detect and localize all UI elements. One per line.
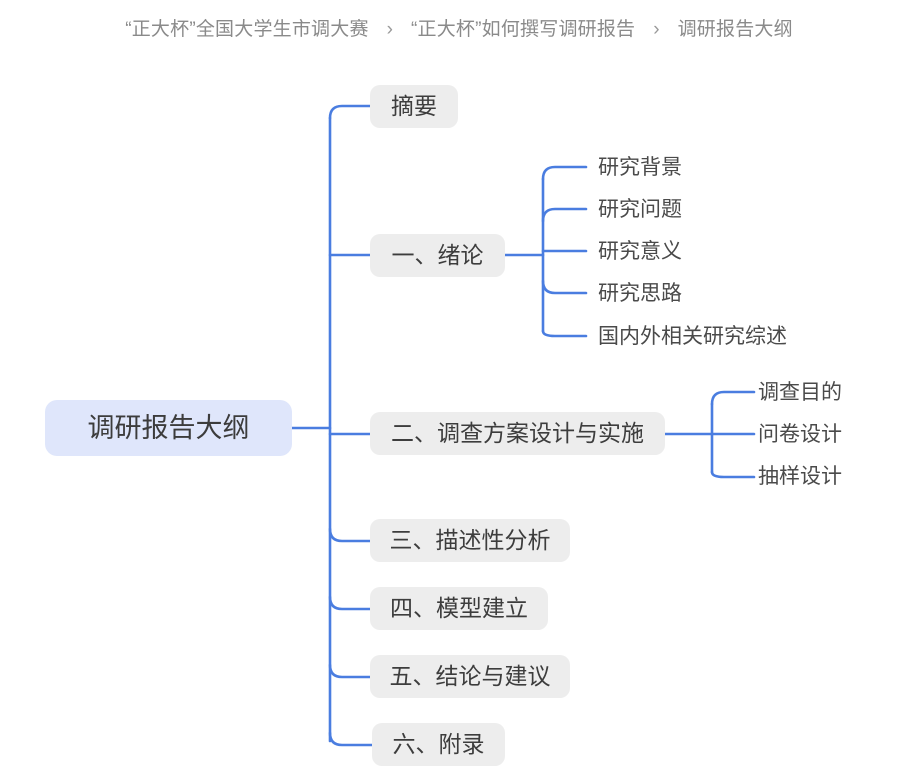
breadcrumb-item-1[interactable]: “正大杯”全国大学生市调大赛 xyxy=(125,18,369,40)
mindmap-leaf-label: 研究意义 xyxy=(598,239,682,263)
mindmap-leaf-label: 研究背景 xyxy=(598,155,682,179)
mindmap-leaf-label: 研究问题 xyxy=(598,197,682,221)
mindmap-leaf-label: 研究思路 xyxy=(598,281,682,305)
chevron-right-icon: › xyxy=(386,18,393,40)
breadcrumb-item-current: 调研报告大纲 xyxy=(677,18,793,40)
mindmap-leaf-research-significance[interactable]: 研究意义 xyxy=(598,237,682,265)
breadcrumb: “正大杯”全国大学生市调大赛 › “正大杯”如何撰写调研报告 › 调研报告大纲 xyxy=(0,0,918,58)
mindmap-leaf-label: 调查目的 xyxy=(758,380,842,404)
mindmap-root-node[interactable]: 调研报告大纲 xyxy=(45,400,292,456)
mindmap-leaf-research-background[interactable]: 研究背景 xyxy=(598,153,682,181)
mindmap-node-label: 二、调查方案设计与实施 xyxy=(391,420,644,446)
mindmap-leaf-label: 问卷设计 xyxy=(758,422,842,446)
breadcrumb-item-2[interactable]: “正大杯”如何撰写调研报告 xyxy=(411,18,636,40)
mindmap-leaf-research-question[interactable]: 研究问题 xyxy=(598,195,682,223)
mindmap-leaf-research-approach[interactable]: 研究思路 xyxy=(598,279,682,307)
mindmap-node-label: 一、绪论 xyxy=(391,242,484,268)
mindmap-node-label: 三、描述性分析 xyxy=(389,527,551,553)
mindmap-node-descriptive-analysis[interactable]: 三、描述性分析 xyxy=(370,519,570,562)
mindmap-leaf-label: 抽样设计 xyxy=(758,464,842,488)
mindmap-leaf-literature-review[interactable]: 国内外相关研究综述 xyxy=(598,322,787,350)
mindmap-node-conclusions[interactable]: 五、结论与建议 xyxy=(370,655,570,698)
mindmap-leaf-questionnaire-design[interactable]: 问卷设计 xyxy=(758,420,842,448)
mindmap-node-label: 四、模型建立 xyxy=(390,595,528,621)
mindmap-node-survey-design[interactable]: 二、调查方案设计与实施 xyxy=(370,412,665,455)
mindmap-node-label: 六、附录 xyxy=(392,731,485,757)
mindmap-node-label: 五、结论与建议 xyxy=(389,663,551,689)
mindmap-node-model-building[interactable]: 四、模型建立 xyxy=(370,587,548,630)
mindmap-node-introduction[interactable]: 一、绪论 xyxy=(370,234,505,277)
mindmap-node-abstract[interactable]: 摘要 xyxy=(370,85,458,128)
mindmap-root-label: 调研报告大纲 xyxy=(87,412,250,443)
mindmap-node-label: 摘要 xyxy=(391,93,437,119)
mindmap-leaf-sampling-design[interactable]: 抽样设计 xyxy=(758,462,842,490)
mindmap-leaf-survey-purpose[interactable]: 调查目的 xyxy=(758,378,842,406)
chevron-right-icon: › xyxy=(653,18,660,40)
mindmap-leaf-label: 国内外相关研究综述 xyxy=(598,324,787,348)
mindmap-node-appendix[interactable]: 六、附录 xyxy=(372,723,505,766)
